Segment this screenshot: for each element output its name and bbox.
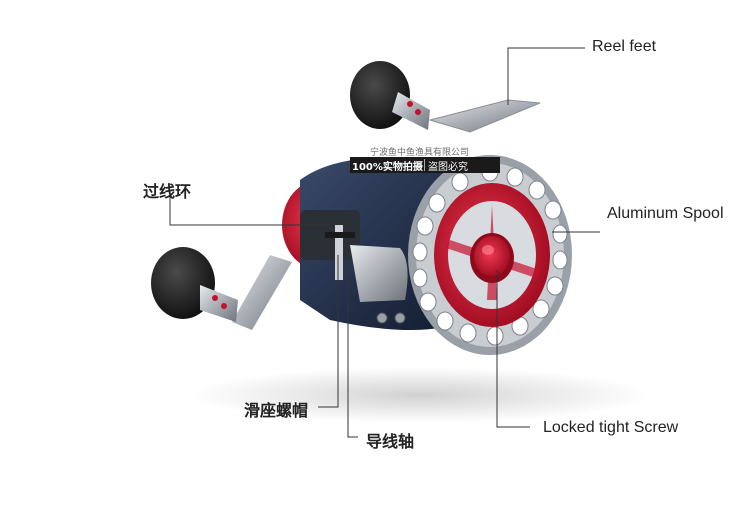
upper-handle bbox=[350, 61, 430, 130]
watermark-left-text: 100%实物拍摄 bbox=[352, 162, 423, 173]
lower-handle bbox=[151, 247, 292, 330]
leader-lines bbox=[169, 47, 600, 438]
reel-foot bbox=[428, 99, 541, 133]
label-slide-nut: 滑座螺帽 bbox=[244, 401, 309, 420]
label-aluminum-spool: Aluminum Spool bbox=[607, 205, 724, 222]
label-locked-tight-screw: Locked tight Screw bbox=[543, 419, 679, 436]
line-guide-assembly bbox=[300, 210, 408, 324]
label-guide-shaft: 导线轴 bbox=[366, 432, 415, 451]
watermark-right-text: 盗图必究 bbox=[428, 162, 468, 173]
watermark-company: 宁波鱼中鱼渔具有限公司 bbox=[370, 148, 470, 158]
label-reel-feet: Reel feet bbox=[592, 38, 657, 55]
locked-tight-screw bbox=[470, 233, 514, 283]
watermark-bar: 100%实物拍摄 盗图必究 bbox=[350, 157, 500, 173]
label-line-guide-ring: 过线环 bbox=[143, 182, 192, 201]
watermark: 宁波鱼中鱼渔具有限公司 100%实物拍摄 盗图必究 bbox=[350, 145, 500, 175]
